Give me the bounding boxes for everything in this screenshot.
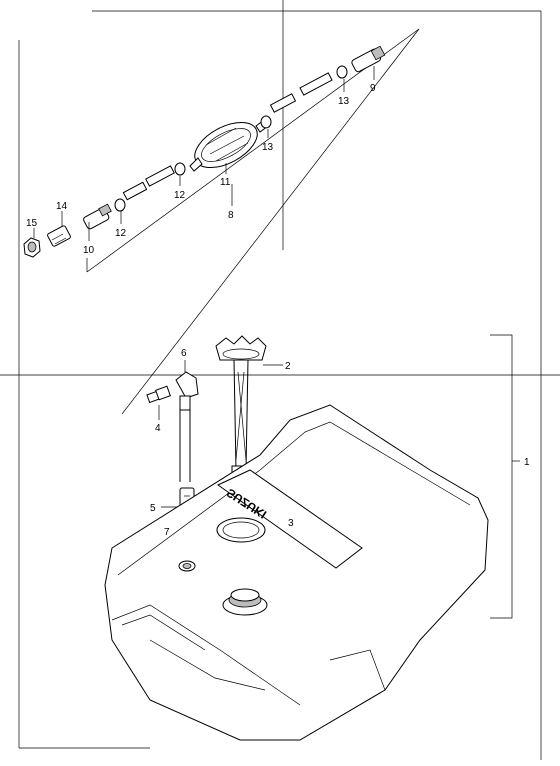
callout-14: 14 xyxy=(56,201,68,212)
connector-9 xyxy=(351,45,386,73)
callout-4: 4 xyxy=(155,423,161,434)
callout-1: 1 xyxy=(524,457,530,468)
fuel-tank-1: SUZUKI xyxy=(104,404,489,741)
callout-12-right: 12 xyxy=(174,190,186,201)
elbow-6 xyxy=(175,371,199,482)
callout-13-left: 13 xyxy=(262,142,274,153)
callout-6: 6 xyxy=(181,348,187,359)
fitting-4 xyxy=(146,385,171,404)
primer-bulb-11 xyxy=(189,119,269,172)
callout-13-right: 13 xyxy=(338,96,350,107)
callout-7: 7 xyxy=(164,527,170,538)
callout-2: 2 xyxy=(285,361,291,372)
callout-5: 5 xyxy=(150,503,156,514)
callout-8: 8 xyxy=(228,210,234,221)
callout-12-left: 12 xyxy=(115,228,127,239)
callout-labels: 15 14 10 12 12 11 8 13 13 9 6 2 4 1 5 3 … xyxy=(26,83,530,538)
callout-3: 3 xyxy=(288,518,294,529)
connector-10 xyxy=(83,203,112,230)
callout-10: 10 xyxy=(83,245,95,256)
fuel-hose-assembly xyxy=(23,45,386,258)
adapter-14 xyxy=(47,225,71,247)
callout-11: 11 xyxy=(220,177,231,188)
callout-9: 9 xyxy=(370,83,376,94)
hose-nut-15 xyxy=(23,237,41,258)
callout-15: 15 xyxy=(26,218,38,229)
